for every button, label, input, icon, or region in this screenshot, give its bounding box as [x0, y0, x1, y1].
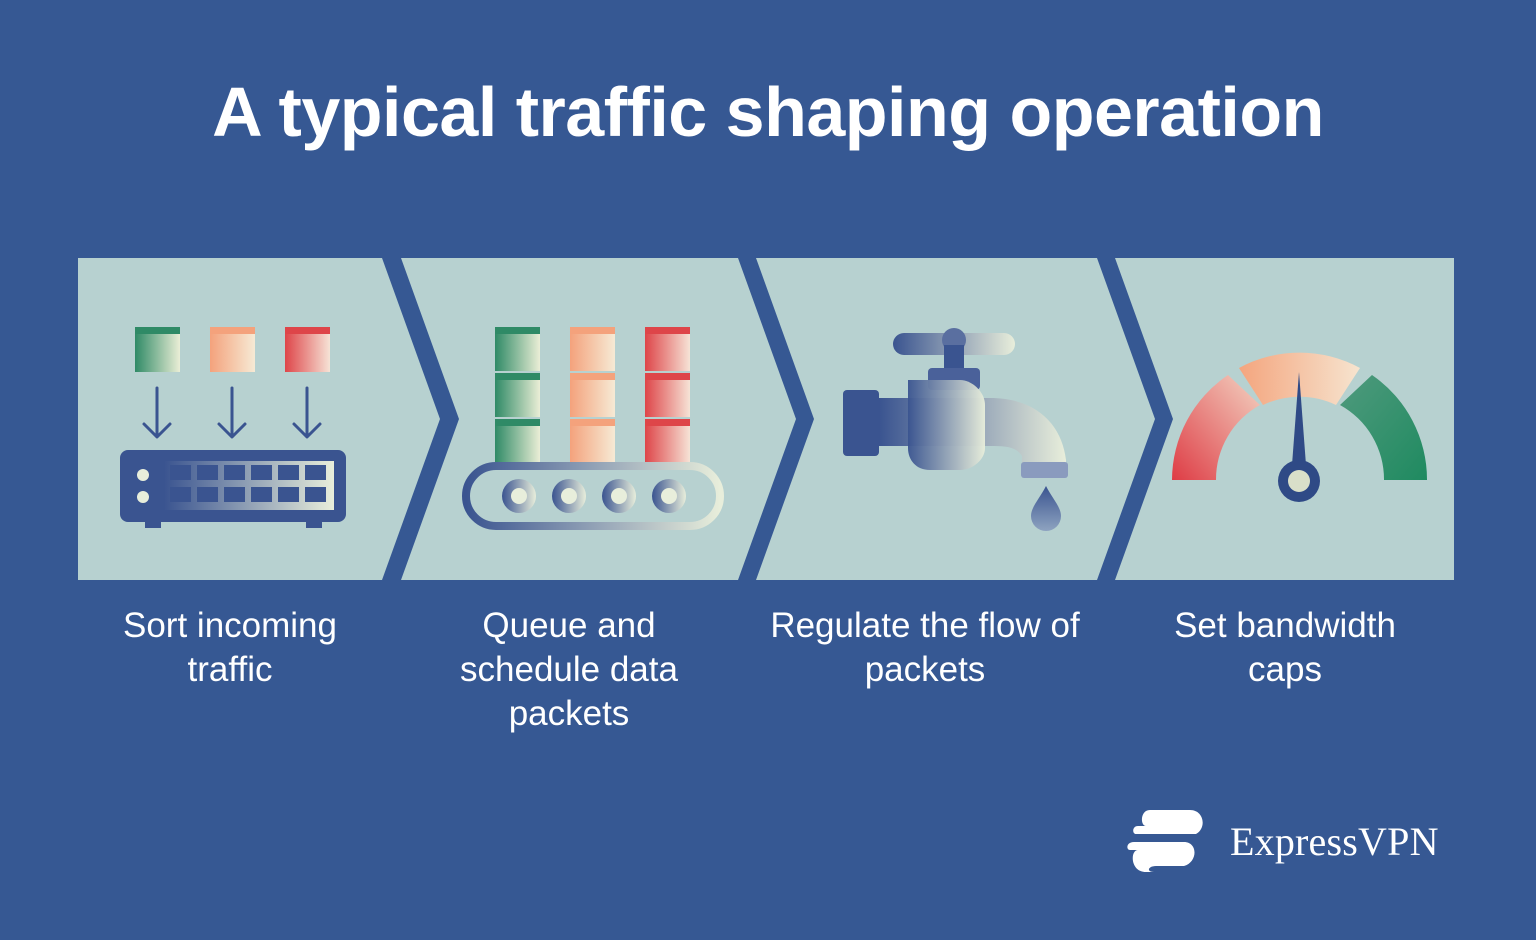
brand-logo: ExpressVPN: [1126, 806, 1439, 876]
water-tap-icon: [843, 328, 1068, 531]
step-panel-4: [1115, 258, 1454, 580]
network-switch-icon: [120, 327, 346, 528]
step-label-3: Regulate the flow of packets: [770, 606, 1080, 689]
brand-name: ExpressVPN: [1230, 818, 1439, 864]
conveyor-belt-icon: [462, 327, 724, 530]
step-label-1: Sort incoming traffic: [123, 606, 337, 689]
expressvpn-logo-icon: [1127, 810, 1203, 872]
step-label-4: Set bandwidth caps: [1174, 606, 1396, 689]
page-title: A typical traffic shaping operation: [212, 73, 1324, 151]
step-label-2: Queue and schedule data packets: [460, 606, 678, 733]
step-panel-1: [78, 258, 440, 580]
speedometer-gauge-icon: [1172, 352, 1428, 502]
